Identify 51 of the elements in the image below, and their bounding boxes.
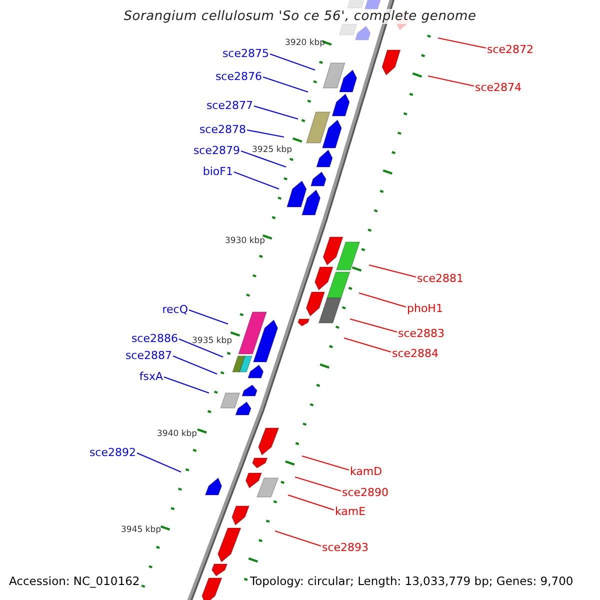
scale-label: 3925 kbp <box>252 145 292 155</box>
gene-label: sce2875 <box>222 46 269 60</box>
gene-label: sce2884 <box>392 346 439 360</box>
gene-label: sce2881 <box>417 272 464 284</box>
gene-label: sce2890 <box>342 486 389 498</box>
leader-line <box>246 129 284 138</box>
leader-line <box>344 337 392 353</box>
leader-line <box>438 37 486 49</box>
leader-line <box>294 476 342 492</box>
scale-label: 3930 kbp <box>225 236 266 246</box>
leader-line <box>178 338 224 358</box>
leader-line <box>262 76 308 93</box>
gene-label: sce2879 <box>193 144 240 156</box>
gene-label: recQ <box>162 302 188 316</box>
leader-line <box>274 530 322 547</box>
leader-line <box>172 356 218 374</box>
gene-label: kamD <box>350 464 382 478</box>
gene-label: bioF1 <box>202 164 233 178</box>
scale-label: 3940 kbp <box>157 429 198 439</box>
leader-line <box>188 309 228 325</box>
gene-label: sce2892 <box>89 446 136 458</box>
gene-label: kamE <box>335 504 366 518</box>
gene-label: sce2877 <box>206 98 253 112</box>
leader-line <box>428 75 474 87</box>
gene-label: sce2876 <box>215 70 262 82</box>
gene-label: sce2893 <box>322 540 369 554</box>
leader-line <box>302 455 350 471</box>
leader-line <box>234 171 280 190</box>
gene-label: sce2883 <box>398 326 445 340</box>
leader-line <box>368 264 416 278</box>
accession-text: Accession: NC_010162 <box>9 574 140 589</box>
leader-line <box>240 150 286 168</box>
leader-line <box>254 105 298 120</box>
gene-label: sce2872 <box>487 42 534 56</box>
gene-label: sce2886 <box>131 332 178 344</box>
gene-label: sce2878 <box>199 122 246 136</box>
scale-label: 3945 kbp <box>121 525 162 535</box>
gene-label: fsxA <box>139 370 163 382</box>
scale-label: 3935 kbp <box>192 336 232 346</box>
genome-summary-text: Topology: circular; Length: 13,033,779 bp; Genes: 9,700 <box>250 574 574 589</box>
gene-label: sce2887 <box>125 348 172 362</box>
leader-line <box>136 452 182 472</box>
gene-label: sce2874 <box>475 80 522 94</box>
leader-line <box>350 318 398 333</box>
leader-line <box>164 376 210 394</box>
leader-line <box>358 292 406 308</box>
leader-line <box>288 494 334 511</box>
map-title: Sorangium cellulosum 'So ce 56', complete genome <box>122 9 478 24</box>
scale-label: 3920 kbp <box>285 38 326 48</box>
gene-label: phoH1 <box>407 302 443 314</box>
leader-line <box>270 53 316 71</box>
